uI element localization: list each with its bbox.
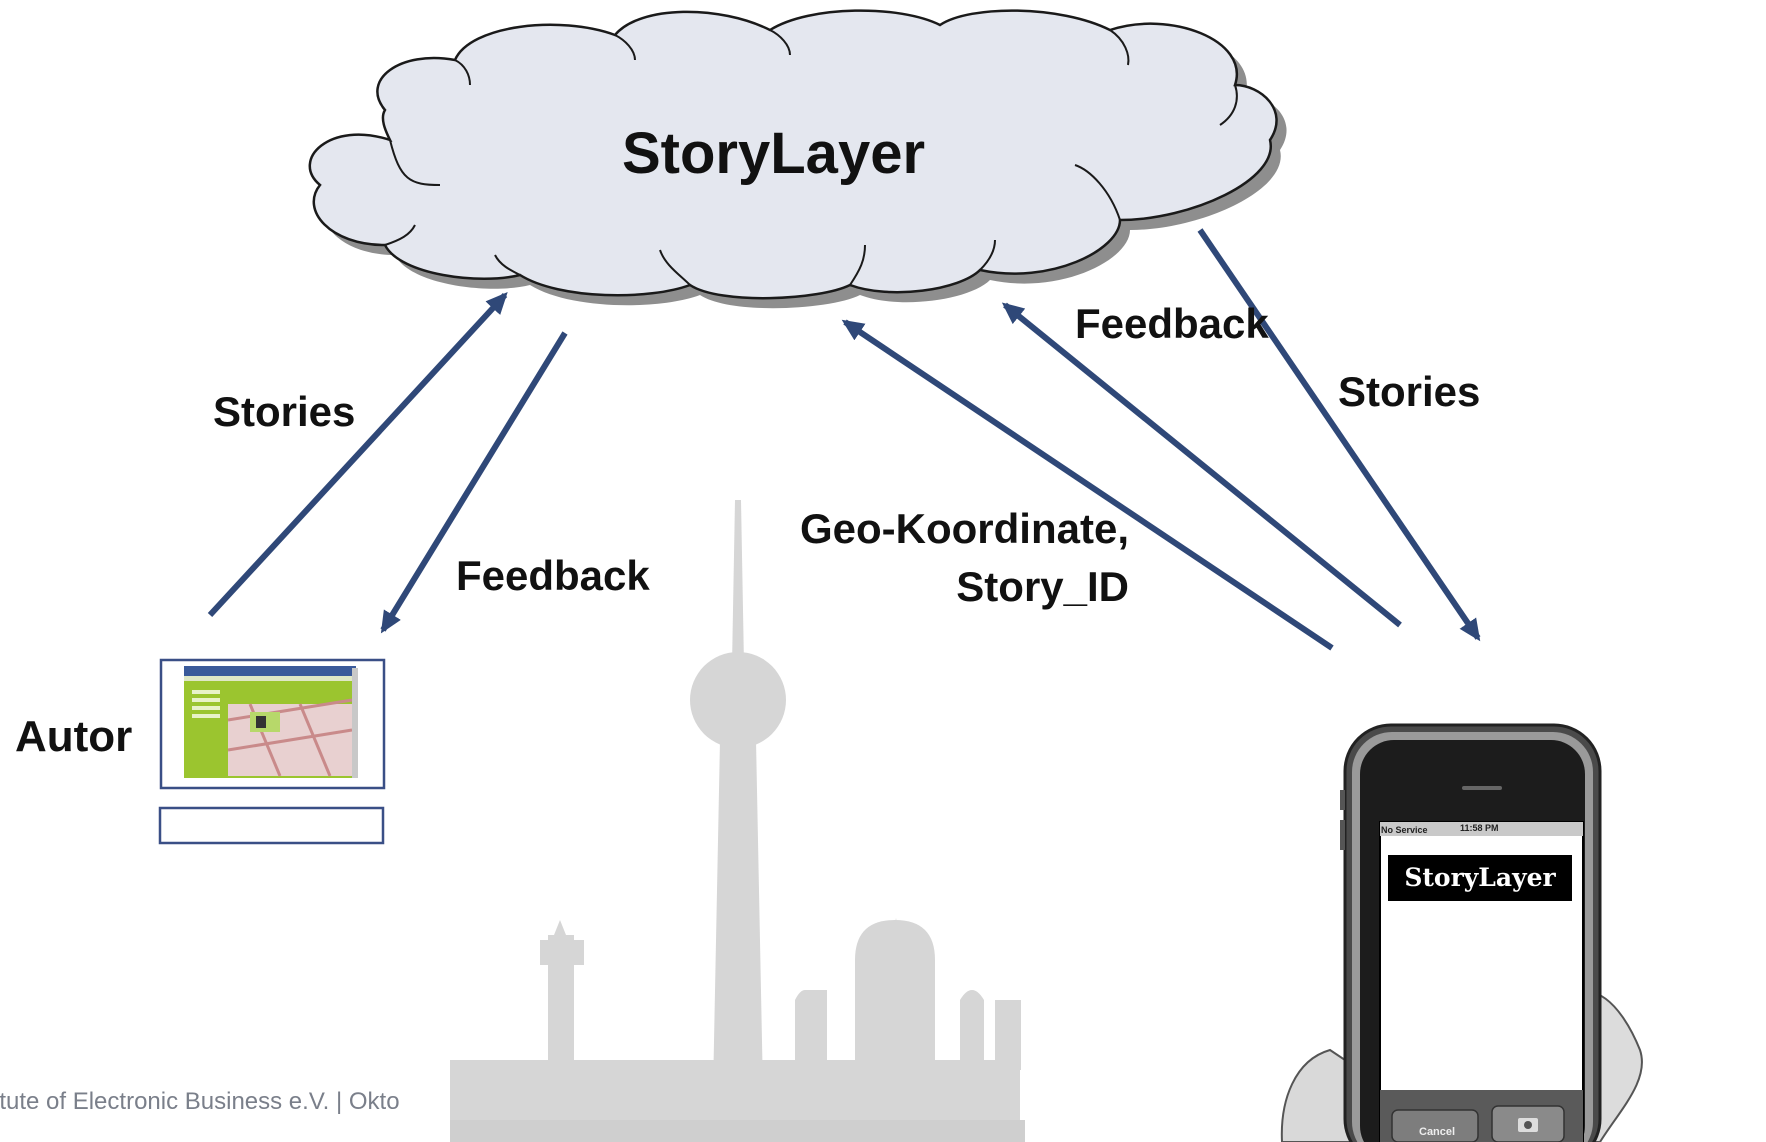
- autor-computer: [158, 658, 386, 845]
- label-autor-stories: Stories: [213, 388, 356, 435]
- arrow-phone-geo: [841, 319, 1334, 651]
- footer-text: itute of Electronic Business e.V. | Okto: [0, 1088, 400, 1115]
- phone-status-time: 11:58 PM: [1460, 823, 1499, 833]
- arrow-autor-feedback: [380, 331, 568, 634]
- berlin-skyline: [450, 500, 1025, 1142]
- arrow-autor-stories: [207, 292, 508, 618]
- label-geo-line1: Geo-Koordinate,: [800, 505, 1130, 552]
- arrow-phone-feedback: [1001, 302, 1402, 628]
- phone-status-carrier: No Service: [1381, 825, 1428, 835]
- arrow-phone-stories: [1197, 228, 1481, 642]
- storylayer-cloud: [308, 9, 1278, 300]
- label-phone-feedback: Feedback: [1075, 300, 1269, 347]
- cloud-title: StoryLayer: [622, 121, 926, 186]
- phone-cancel-button: Cancel: [1419, 1126, 1456, 1138]
- label-autor-feedback: Feedback: [456, 552, 650, 599]
- phone-app-title: StoryLayer: [1388, 855, 1572, 901]
- arrows: [207, 228, 1481, 651]
- smartphone: [1280, 723, 1643, 1142]
- camera-icon: [1518, 1118, 1538, 1132]
- autor-label: Autor: [15, 712, 133, 761]
- label-geo-line2: Story_ID: [956, 563, 1130, 610]
- label-geo-story-id: Geo-Koordinate, Story_ID: [800, 500, 1129, 616]
- label-phone-stories: Stories: [1338, 368, 1481, 415]
